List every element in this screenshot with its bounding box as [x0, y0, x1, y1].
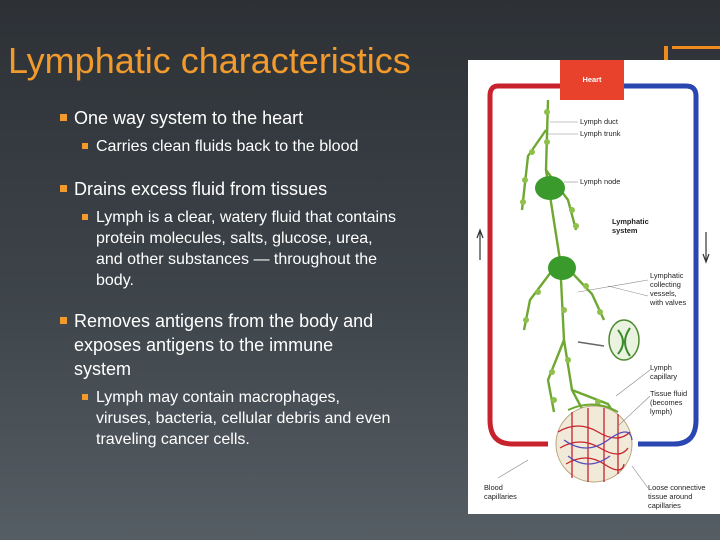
leader-lines [497, 121, 651, 489]
sub-bullet-3-1: Lymph may contain macrophages, viruses, … [80, 387, 396, 450]
collecting-vessels-label-4: with valves [649, 298, 686, 307]
sub-bullet-3-1-text: Lymph may contain macrophages, viruses, … [96, 389, 391, 448]
blood-capillaries-label-1: Blood [484, 483, 503, 492]
collecting-vessels-label-3: vessels, [650, 289, 677, 298]
bullet-list: One way system to the heart Carries clea… [58, 106, 458, 450]
sub-bullet-1-1: Carries clean fluids back to the blood [80, 136, 458, 157]
valve-inset [608, 319, 640, 361]
bullet-2-text: Drains excess fluid from tissues [74, 179, 328, 199]
bullet-marker [60, 317, 67, 324]
lymph-duct-label: Lymph duct [580, 117, 618, 126]
lymph-capillary-label-2: capillary [650, 372, 677, 381]
bullet-marker [60, 114, 67, 121]
arrow-up-icon [476, 228, 484, 260]
sub-bullet-2-1-text: Lymph is a clear, watery fluid that cont… [96, 209, 396, 289]
loose-connective-label-1: Loose connective [648, 483, 706, 492]
bullet-2: Drains excess fluid from tissues [58, 177, 458, 201]
lymph-node-lower [548, 256, 576, 280]
lymph-trunk-label: Lymph trunk [580, 129, 621, 138]
bullet-marker [82, 143, 88, 149]
lymph-capillary-label-1: Lymph [650, 363, 672, 372]
heart-label: Heart [583, 75, 602, 84]
lymphatic-diagram-svg: Heart [476, 60, 710, 510]
bullet-marker [82, 394, 88, 400]
lymph-node-upper [535, 176, 565, 200]
collecting-vessels-label-2: collecting [650, 280, 681, 289]
capillary-bed [555, 405, 633, 483]
heart-shape [560, 60, 624, 100]
lymph-capillary [567, 403, 619, 413]
sub-bullet-1-1-text: Carries clean fluids back to the blood [96, 138, 359, 155]
slide-title: Lymphatic characteristics [8, 40, 411, 81]
bullet-marker [60, 185, 67, 192]
bullet-1-text: One way system to the heart [74, 108, 304, 128]
lymphatic-system-label-2: system [612, 226, 638, 235]
lymph-node-label: Lymph node [580, 177, 620, 186]
artery-lower [487, 419, 548, 447]
bullet-1: One way system to the heart [58, 106, 458, 130]
collecting-vessels-label-1: Lymphatic [650, 271, 684, 280]
artery-vessel [487, 83, 560, 420]
sub-bullet-2-1: Lymph is a clear, watery fluid that cont… [80, 207, 396, 291]
pointer-arrow [577, 341, 605, 347]
arrow-down-icon [702, 232, 710, 264]
blood-capillaries-label-2: capillaries [484, 492, 517, 501]
loose-connective-label-2: tissue around [648, 492, 692, 501]
lymph-valves [520, 109, 603, 405]
loose-connective-label-3: capillaries [648, 501, 681, 510]
vein-lower [638, 419, 699, 447]
bullet-marker [82, 214, 88, 220]
bullet-3: Removes antigens from the body and expos… [58, 309, 384, 381]
tissue-fluid-label-2: (becomes [650, 398, 683, 407]
vein-vessel [624, 83, 699, 420]
tissue-fluid-label-1: Tissue fluid [650, 389, 687, 398]
lymphatic-system-label-1: Lymphatic [612, 217, 649, 226]
tissue-fluid-label-3: lymph) [650, 407, 672, 416]
valve-flaps [617, 327, 631, 357]
lymphatic-diagram: Heart [468, 60, 720, 514]
blood-capillaries-venous [563, 431, 633, 465]
bullet-3-text: Removes antigens from the body and expos… [74, 311, 374, 379]
